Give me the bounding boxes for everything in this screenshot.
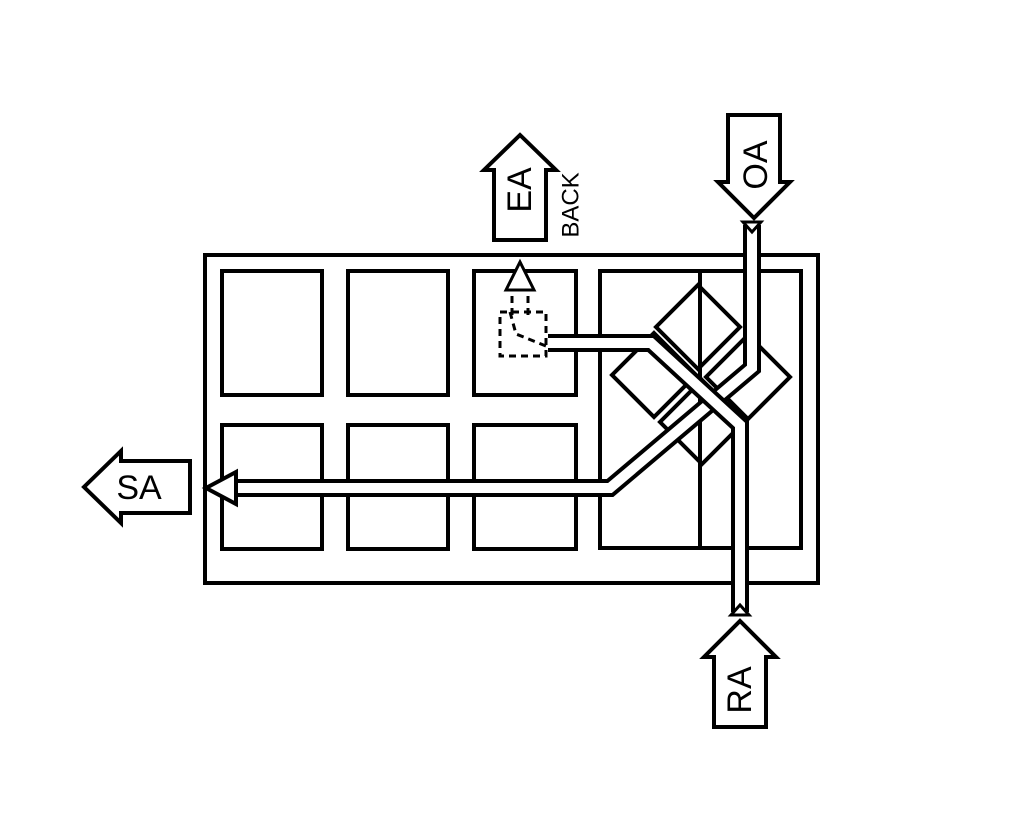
sa-arrow: SA xyxy=(81,446,192,528)
supply-arrowhead xyxy=(201,468,238,508)
ra-arrow: RA xyxy=(699,618,781,729)
oa-label: OA xyxy=(737,140,775,189)
ea-damper-arrow xyxy=(503,258,537,292)
ra-inlet-notch xyxy=(727,602,753,617)
exhaust-damper xyxy=(498,296,548,358)
section-top-1 xyxy=(220,269,324,397)
section-top-2 xyxy=(346,269,450,397)
sa-label: SA xyxy=(116,469,162,507)
ea-arrow: EA xyxy=(479,132,561,242)
ea-label: EA xyxy=(501,167,539,213)
oa-arrow: OA xyxy=(713,113,795,221)
unit-housing xyxy=(203,253,820,585)
damper-position-label: BACK xyxy=(558,172,585,237)
ra-label: RA xyxy=(721,666,759,714)
oa-inlet-notch xyxy=(739,220,765,235)
